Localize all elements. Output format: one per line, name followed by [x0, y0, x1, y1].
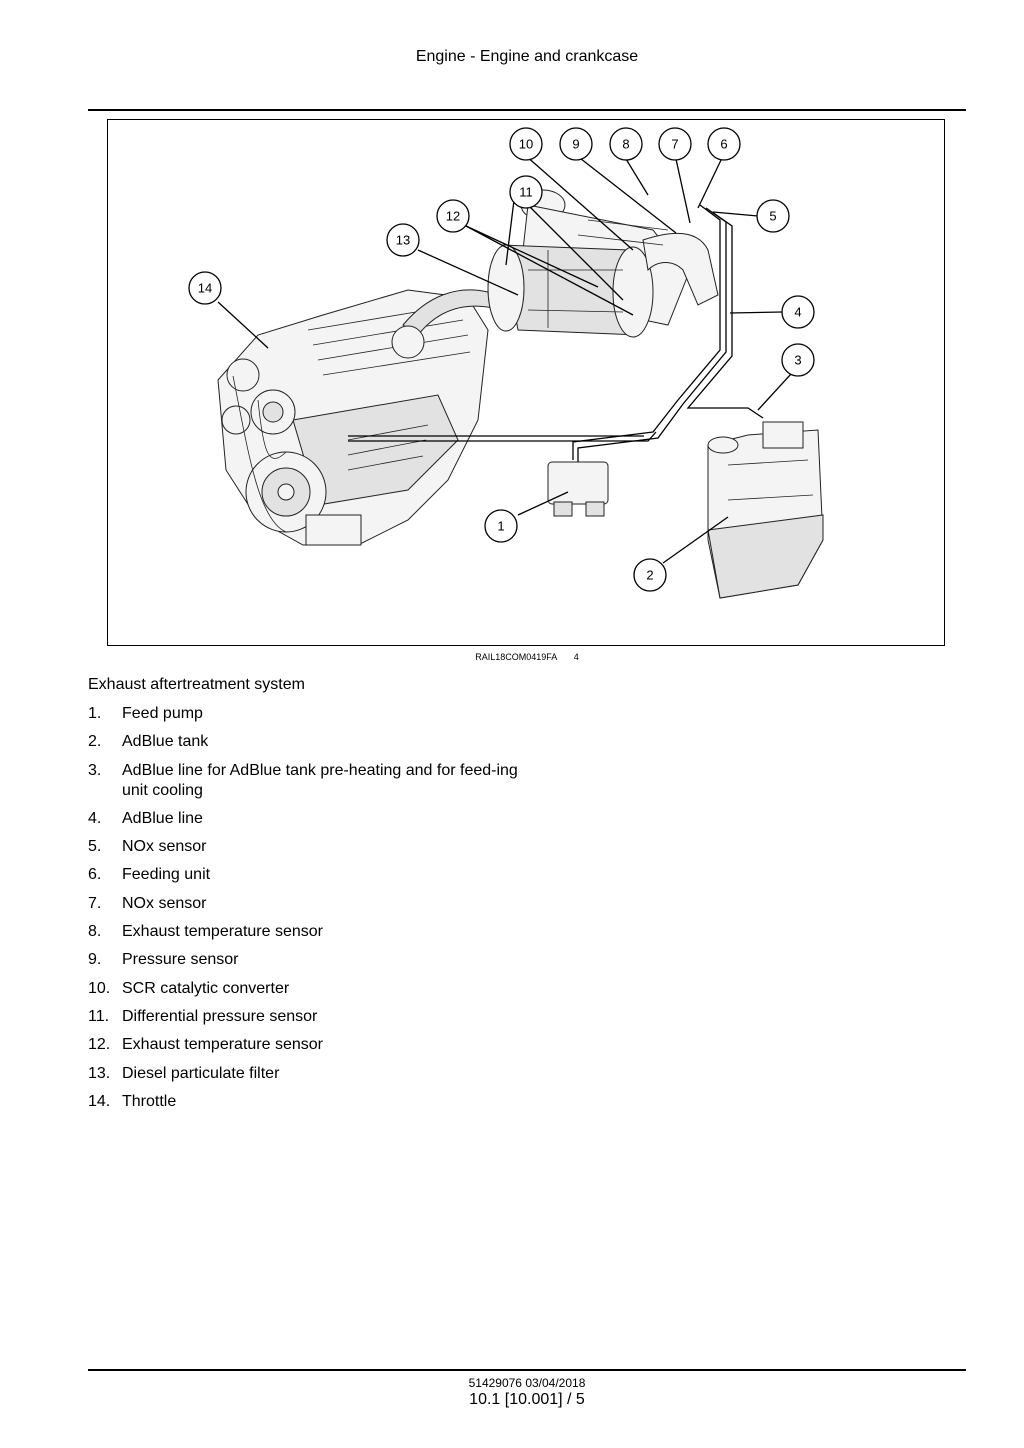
- item-text: SCR catalytic converter: [122, 979, 290, 997]
- figure-caption: RAIL18COM0419FA 4: [0, 652, 1024, 662]
- svg-text:11: 11: [519, 185, 533, 200]
- aftertreatment-canisters: [487, 189, 719, 338]
- list-item: 13. Diesel particulate filter: [88, 1064, 528, 1084]
- item-number: 2.: [88, 733, 102, 751]
- item-number: 14.: [88, 1092, 111, 1110]
- exhaust-system-figure: 1 2 3 4 5 6 7 8 9 10 11 12 13 14: [107, 119, 945, 646]
- item-text: AdBlue line: [122, 809, 203, 827]
- svg-text:2: 2: [646, 568, 653, 583]
- feed-pump-drawing: [547, 461, 609, 517]
- item-number: 4.: [88, 809, 102, 827]
- item-number: 8.: [88, 923, 102, 941]
- list-item: 3. AdBlue line for AdBlue tank pre-heatin…: [88, 761, 528, 801]
- callout-13: 13: [386, 223, 420, 257]
- legend-list: 1. Feed pump 2. AdBlue tank 3. AdBlue line …: [88, 704, 528, 1120]
- header-rule: [88, 109, 966, 111]
- svg-text:8: 8: [622, 137, 629, 152]
- engine-drawing: [217, 289, 494, 546]
- page-header-title: Engine - Engine and crankcase: [415, 48, 639, 65]
- item-text: Exhaust temperature sensor: [122, 1036, 323, 1054]
- item-number: 6.: [88, 866, 102, 884]
- adblue-tank-drawing: [707, 421, 824, 599]
- list-item: 1. Feed pump: [88, 704, 528, 724]
- item-text: NOx sensor: [122, 838, 207, 856]
- callout-7: 7: [658, 127, 692, 161]
- item-text: NOx sensor: [122, 894, 207, 912]
- svg-text:5: 5: [769, 209, 776, 224]
- callout-5: 5: [756, 199, 790, 233]
- svg-text:12: 12: [446, 209, 460, 224]
- footer-rule: [88, 1369, 966, 1371]
- item-text: AdBlue line for AdBlue tank pre-heating …: [122, 761, 518, 799]
- svg-text:6: 6: [720, 137, 727, 152]
- footer-page-number: 10.1 [10.001] / 5: [469, 1391, 585, 1408]
- item-text: Differential pressure sensor: [122, 1007, 318, 1025]
- callout-9: 9: [559, 127, 593, 161]
- leader-lines: [217, 154, 792, 564]
- figure-image-ref: RAIL18COM0419FA: [475, 652, 558, 662]
- callout-8: 8: [609, 127, 643, 161]
- list-item: 5. NOx sensor: [88, 837, 528, 857]
- callout-2: 2: [633, 558, 667, 592]
- item-number: 1.: [88, 705, 102, 722]
- list-item: 2. AdBlue tank: [88, 732, 528, 752]
- svg-text:10: 10: [519, 137, 533, 152]
- item-number: 5.: [88, 838, 102, 856]
- item-number: 9.: [88, 951, 102, 969]
- figure-number: 4: [573, 652, 579, 662]
- callout-11: 11: [509, 175, 543, 209]
- item-text: Pressure sensor: [122, 951, 239, 969]
- section-title: Exhaust aftertreatment system: [88, 676, 305, 693]
- list-item: 6. Feeding unit: [88, 865, 528, 885]
- callout-3: 3: [781, 343, 815, 377]
- svg-text:3: 3: [794, 353, 801, 368]
- svg-text:7: 7: [671, 137, 678, 152]
- item-text: Throttle: [122, 1092, 177, 1110]
- svg-text:1: 1: [497, 519, 504, 534]
- item-text: Exhaust temperature sensor: [122, 923, 323, 941]
- callout-14: 14: [188, 271, 222, 305]
- item-text: Diesel particulate filter: [122, 1064, 280, 1082]
- svg-text:9: 9: [572, 137, 579, 152]
- svg-text:4: 4: [794, 305, 801, 320]
- item-number: 12.: [88, 1036, 111, 1054]
- item-number: 13.: [88, 1064, 111, 1082]
- item-number: 7.: [88, 894, 102, 912]
- callout-6: 6: [707, 127, 741, 161]
- svg-text:14: 14: [198, 281, 212, 296]
- list-item: 7. NOx sensor: [88, 894, 528, 914]
- item-number: 11.: [88, 1007, 110, 1025]
- footer-doc-ref: 51429076 03/04/2018: [468, 1376, 586, 1390]
- exhaust-system-illustration: 1 2 3 4 5 6 7 8 9 10 11 12 13 14: [188, 127, 824, 599]
- svg-text:13: 13: [396, 233, 410, 248]
- list-item: 4. AdBlue line: [88, 809, 528, 829]
- item-text: AdBlue tank: [122, 733, 209, 751]
- callout-12: 12: [436, 199, 470, 233]
- callout-10: 10: [509, 127, 543, 161]
- callout-4: 4: [781, 295, 815, 329]
- list-item: 9. Pressure sensor: [88, 950, 528, 970]
- list-item: 10. SCR catalytic converter: [88, 979, 528, 999]
- adblue-lines: [348, 204, 764, 462]
- list-item: 14. Throttle: [88, 1092, 528, 1112]
- item-text: Feeding unit: [122, 866, 211, 884]
- callout-1: 1: [484, 509, 518, 543]
- item-number: 3.: [88, 761, 102, 779]
- item-text: Feed pump: [122, 705, 203, 722]
- list-item: 12. Exhaust temperature sensor: [88, 1035, 528, 1055]
- item-number: 10.: [88, 979, 111, 997]
- list-item: 8. Exhaust temperature sensor: [88, 922, 528, 942]
- list-item: 11. Differential pressure sensor: [88, 1007, 528, 1027]
